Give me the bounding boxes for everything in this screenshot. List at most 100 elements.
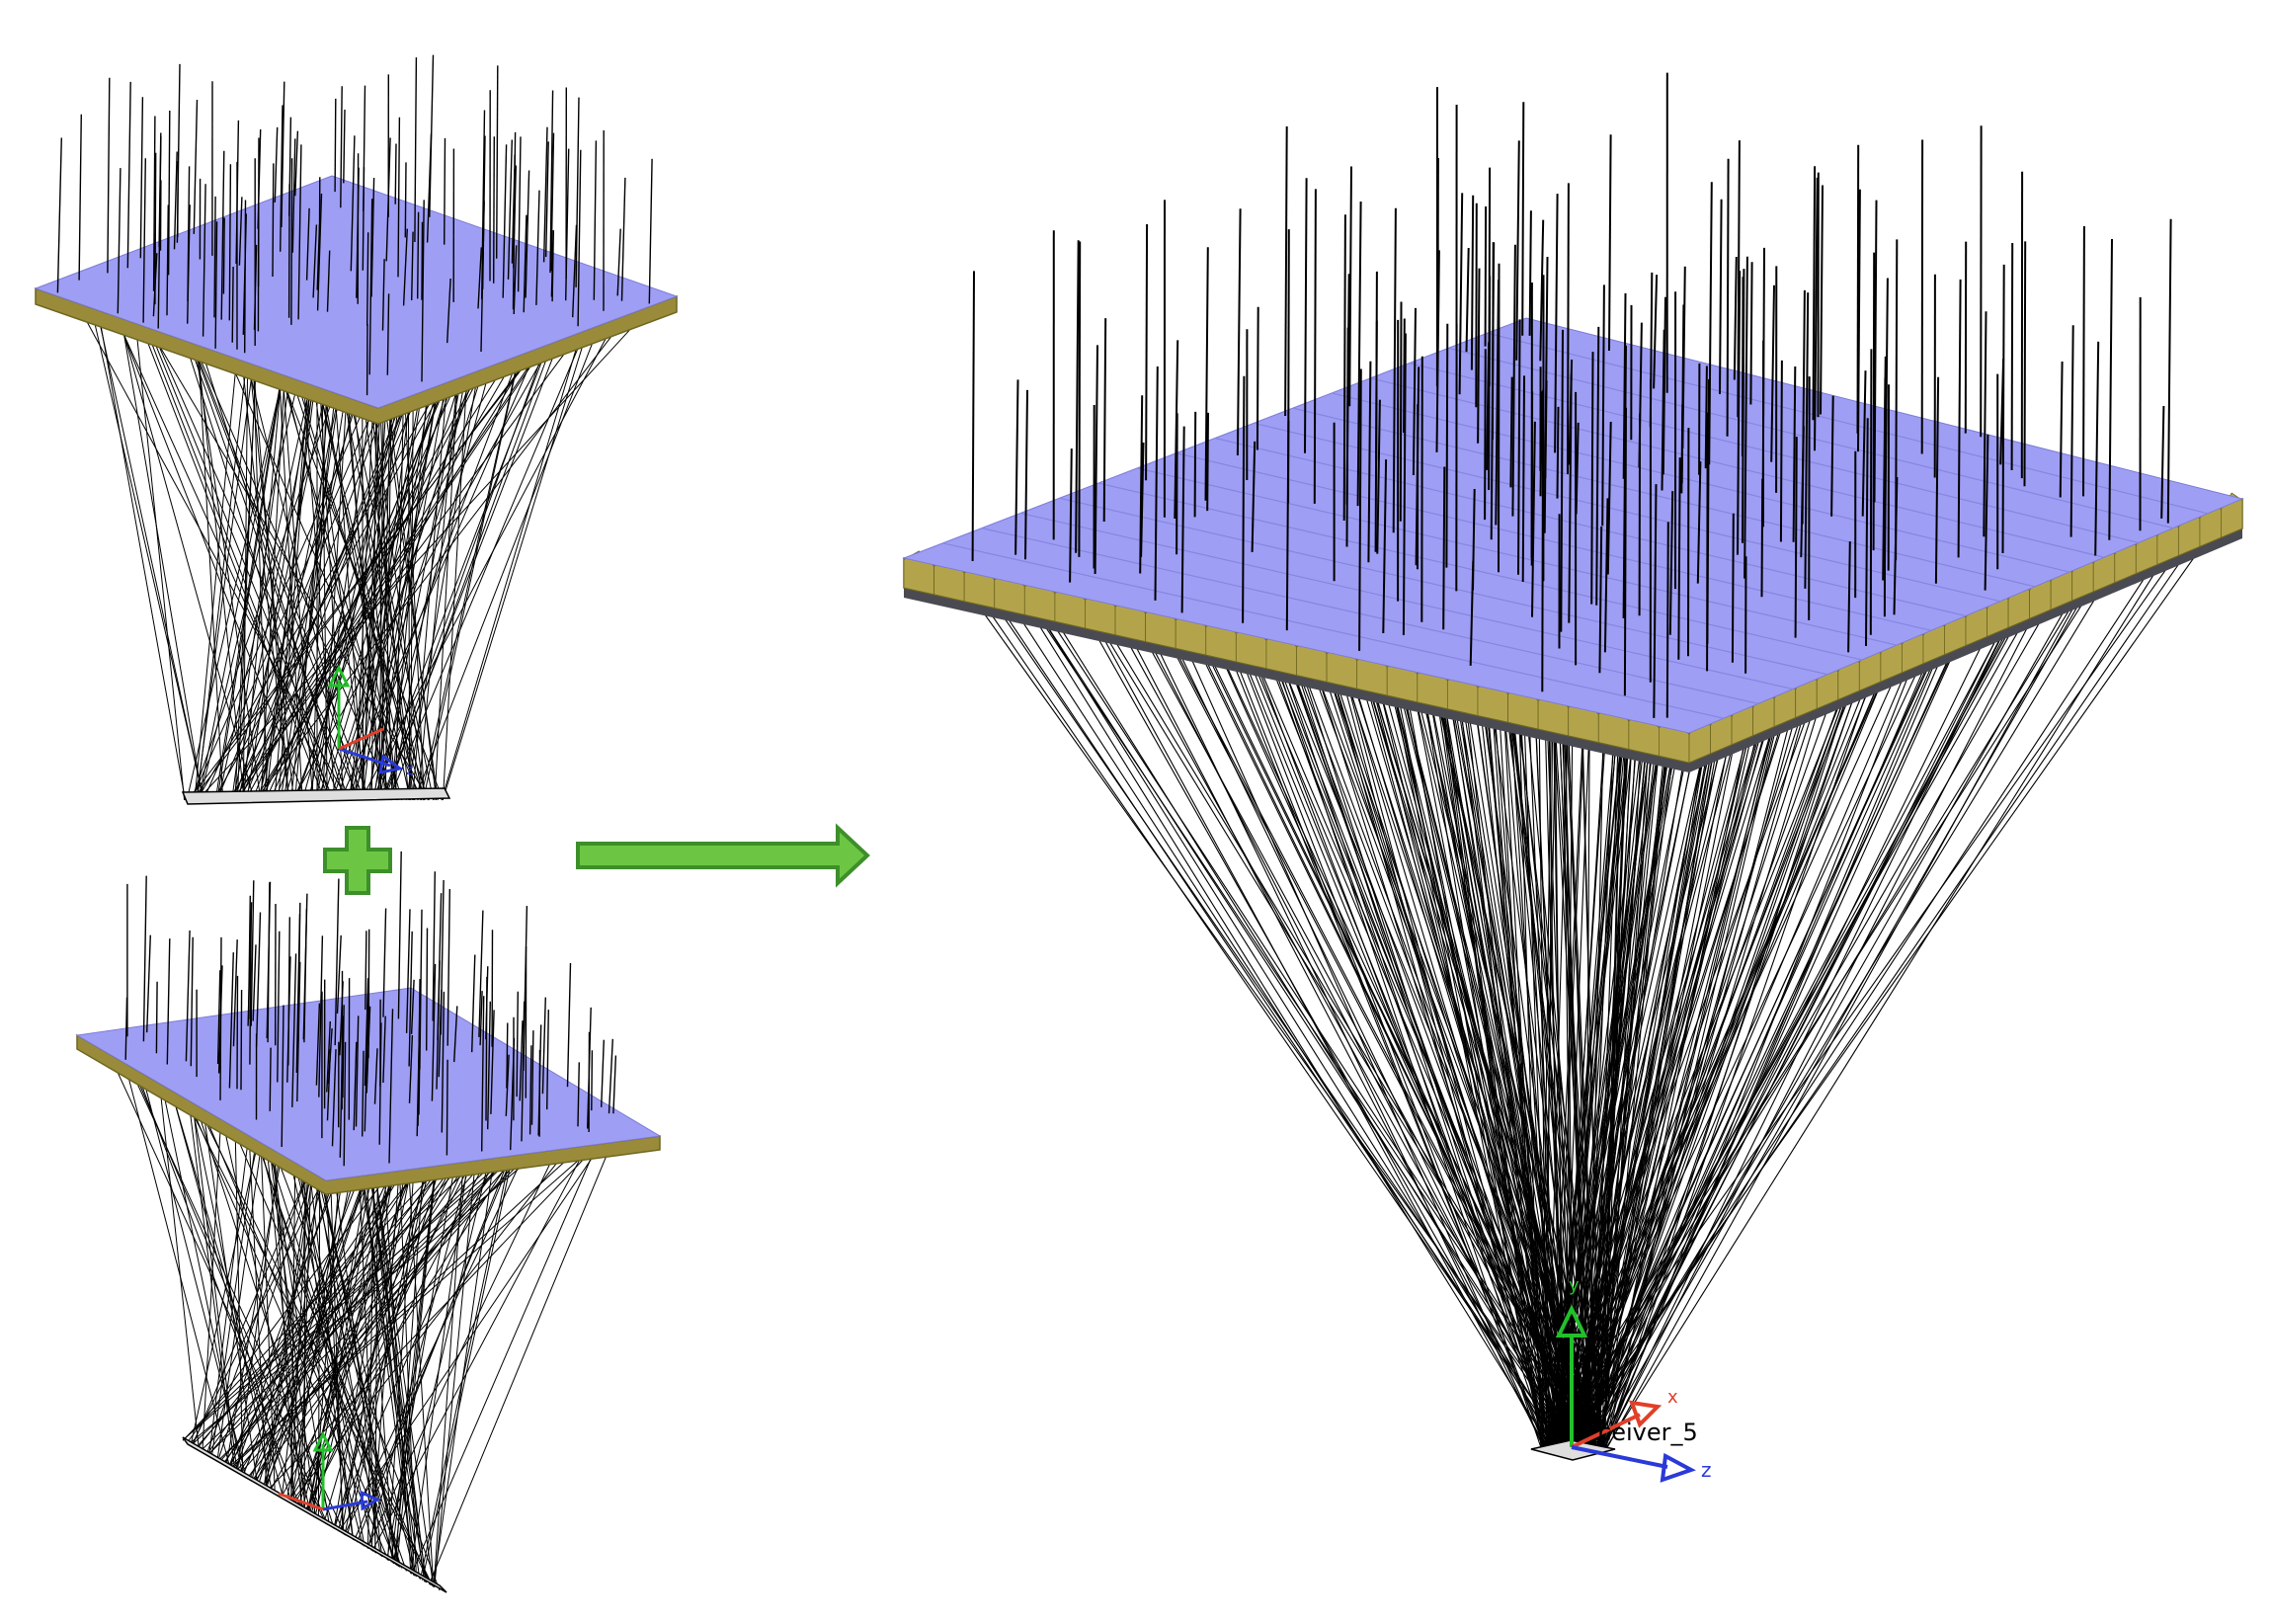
facet-line xyxy=(1137,467,1898,646)
incident-ray xyxy=(1521,102,1525,336)
ray-line xyxy=(188,1152,539,1445)
ray-line xyxy=(422,337,524,801)
incident-ray xyxy=(2108,238,2113,540)
ray-line xyxy=(1365,634,1565,1453)
model-a-axis-x xyxy=(338,727,384,751)
model-c-rays-above xyxy=(971,72,2172,718)
incident-ray xyxy=(1847,541,1851,653)
incident-ray xyxy=(340,86,343,208)
incident-ray xyxy=(1883,377,1887,617)
incident-ray xyxy=(1140,442,1145,557)
incident-ray xyxy=(1304,178,1308,453)
incident-ray xyxy=(1486,342,1491,470)
ray-line xyxy=(1338,653,1579,1453)
incident-ray xyxy=(1367,361,1372,563)
ray-line xyxy=(971,570,1579,1453)
incident-ray xyxy=(312,224,318,298)
ray-line xyxy=(291,288,583,801)
model-a-axis-y-arrowhead xyxy=(327,664,351,688)
incident-ray xyxy=(1475,203,1478,408)
model-c-axis-x xyxy=(1571,1413,1641,1449)
incident-ray xyxy=(242,213,247,335)
ray-line xyxy=(294,357,333,801)
incident-ray xyxy=(2010,242,2014,471)
ray-line xyxy=(184,1071,236,1471)
incident-ray xyxy=(1528,210,1532,336)
incident-ray xyxy=(139,97,144,259)
ray-line xyxy=(1125,596,1569,1453)
ray-line xyxy=(1420,596,1551,1453)
incident-ray xyxy=(1801,289,1806,525)
ray-line xyxy=(411,1129,605,1575)
incident-ray xyxy=(408,931,413,1067)
incident-ray xyxy=(363,85,366,211)
incident-ray xyxy=(550,132,555,272)
incident-ray xyxy=(612,1055,617,1114)
ray-line xyxy=(304,1139,498,1512)
ray-line xyxy=(1587,682,1605,1453)
incident-ray xyxy=(485,976,488,1121)
incident-ray xyxy=(216,970,221,1065)
incident-ray xyxy=(1873,200,1878,503)
incident-ray xyxy=(1539,219,1545,362)
incident-ray xyxy=(240,989,243,1091)
incident-ray xyxy=(1484,349,1487,521)
incident-ray xyxy=(107,77,111,274)
incident-ray xyxy=(432,871,436,1021)
incident-ray xyxy=(1014,379,1019,555)
ray-line xyxy=(290,1149,395,1565)
incident-ray xyxy=(510,1037,516,1151)
incident-ray xyxy=(1204,247,1209,501)
incident-ray xyxy=(388,1009,394,1164)
model-b-rays-below xyxy=(115,1011,611,1591)
incident-ray xyxy=(154,152,157,305)
incident-ray xyxy=(238,197,243,266)
incident-ray xyxy=(269,1047,272,1111)
incident-ray xyxy=(2094,341,2100,556)
ray-line xyxy=(442,386,467,801)
incident-ray xyxy=(373,1048,378,1104)
ray-line xyxy=(1572,637,1941,1453)
ray-line xyxy=(188,343,542,801)
incident-ray xyxy=(1665,522,1669,718)
ray-line xyxy=(219,1142,502,1463)
ray-line xyxy=(1562,523,2071,1453)
incident-ray xyxy=(2023,241,2027,487)
incident-ray xyxy=(343,1041,347,1167)
incident-ray xyxy=(336,934,342,1015)
facet-line xyxy=(1214,437,1967,617)
incident-ray xyxy=(1812,166,1817,421)
incident-ray xyxy=(446,1059,448,1156)
incident-ray xyxy=(1094,345,1098,575)
ray-line xyxy=(1429,619,1574,1453)
incident-ray xyxy=(1206,412,1209,512)
incident-ray xyxy=(471,954,476,1053)
incident-ray xyxy=(350,135,356,272)
model-a-receiver-base xyxy=(181,787,451,805)
ray-line xyxy=(355,353,429,801)
incident-ray xyxy=(1984,434,1989,591)
incident-ray xyxy=(1521,375,1525,583)
incident-ray xyxy=(418,1059,421,1115)
incident-ray xyxy=(417,978,421,1126)
ray-line xyxy=(197,311,647,801)
ray-line xyxy=(1081,586,1606,1453)
incident-ray xyxy=(1554,194,1559,453)
ray-line xyxy=(253,1112,541,1483)
incident-ray xyxy=(1733,256,1738,380)
ray-line xyxy=(357,1109,529,1543)
ray-line xyxy=(314,1150,398,1518)
incident-ray xyxy=(2082,225,2085,497)
ray-line xyxy=(94,297,204,801)
model-a-rays-below xyxy=(80,199,647,801)
incident-ray xyxy=(334,98,337,193)
incident-ray xyxy=(117,168,122,314)
arrow-right-icon-shape xyxy=(576,823,870,888)
incident-ray xyxy=(1145,223,1149,481)
incident-ray xyxy=(496,65,499,259)
incident-ray xyxy=(478,910,484,1037)
incident-ray xyxy=(1402,333,1407,635)
ray-line xyxy=(338,1115,423,1532)
ray-line xyxy=(123,1048,329,1525)
